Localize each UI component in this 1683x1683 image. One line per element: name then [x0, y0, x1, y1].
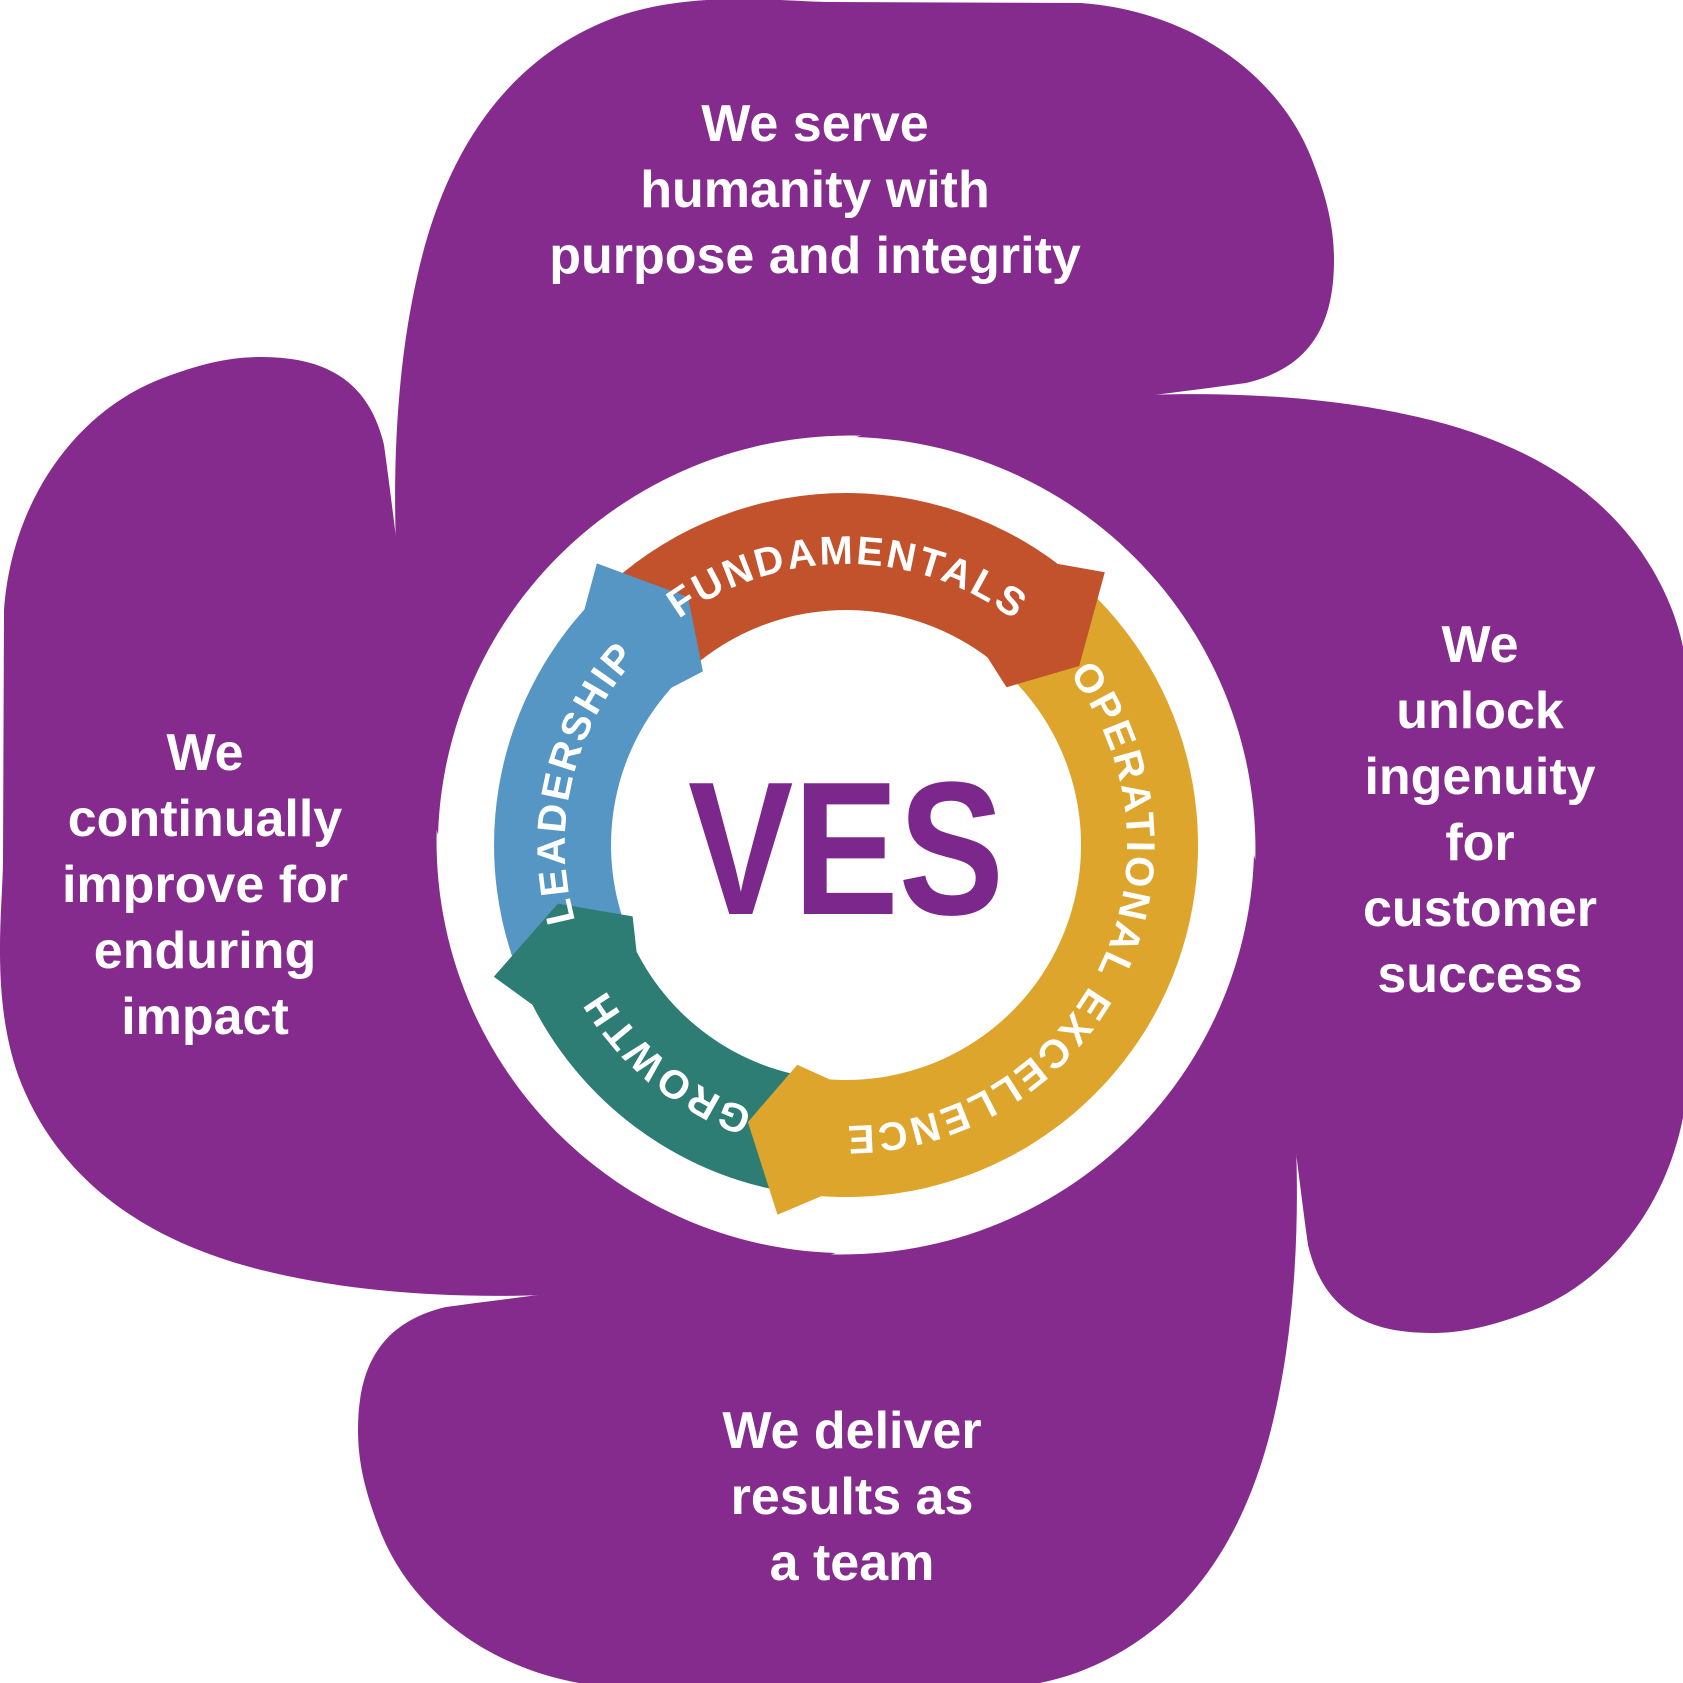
- ring-segment-leadership: [494, 583, 689, 972]
- petal-right: [856, 394, 1683, 1333]
- ring-segment-operational-excellence: [784, 587, 1199, 1198]
- ring-arrowhead-growth: [493, 903, 637, 1005]
- ring-arrowhead-leadership: [584, 563, 703, 688]
- ring-arrowhead-fundamentals: [987, 563, 1105, 688]
- ring-segment-growth: [517, 929, 806, 1192]
- petal-top: [395, 0, 1334, 835]
- petal-left: [0, 357, 836, 1296]
- center-wordmark: VES: [688, 743, 1004, 955]
- ring-arrowhead-operational-excellence: [747, 1064, 830, 1215]
- ring-segment-fundamentals: [610, 493, 1087, 674]
- petal-bottom: [358, 855, 1297, 1683]
